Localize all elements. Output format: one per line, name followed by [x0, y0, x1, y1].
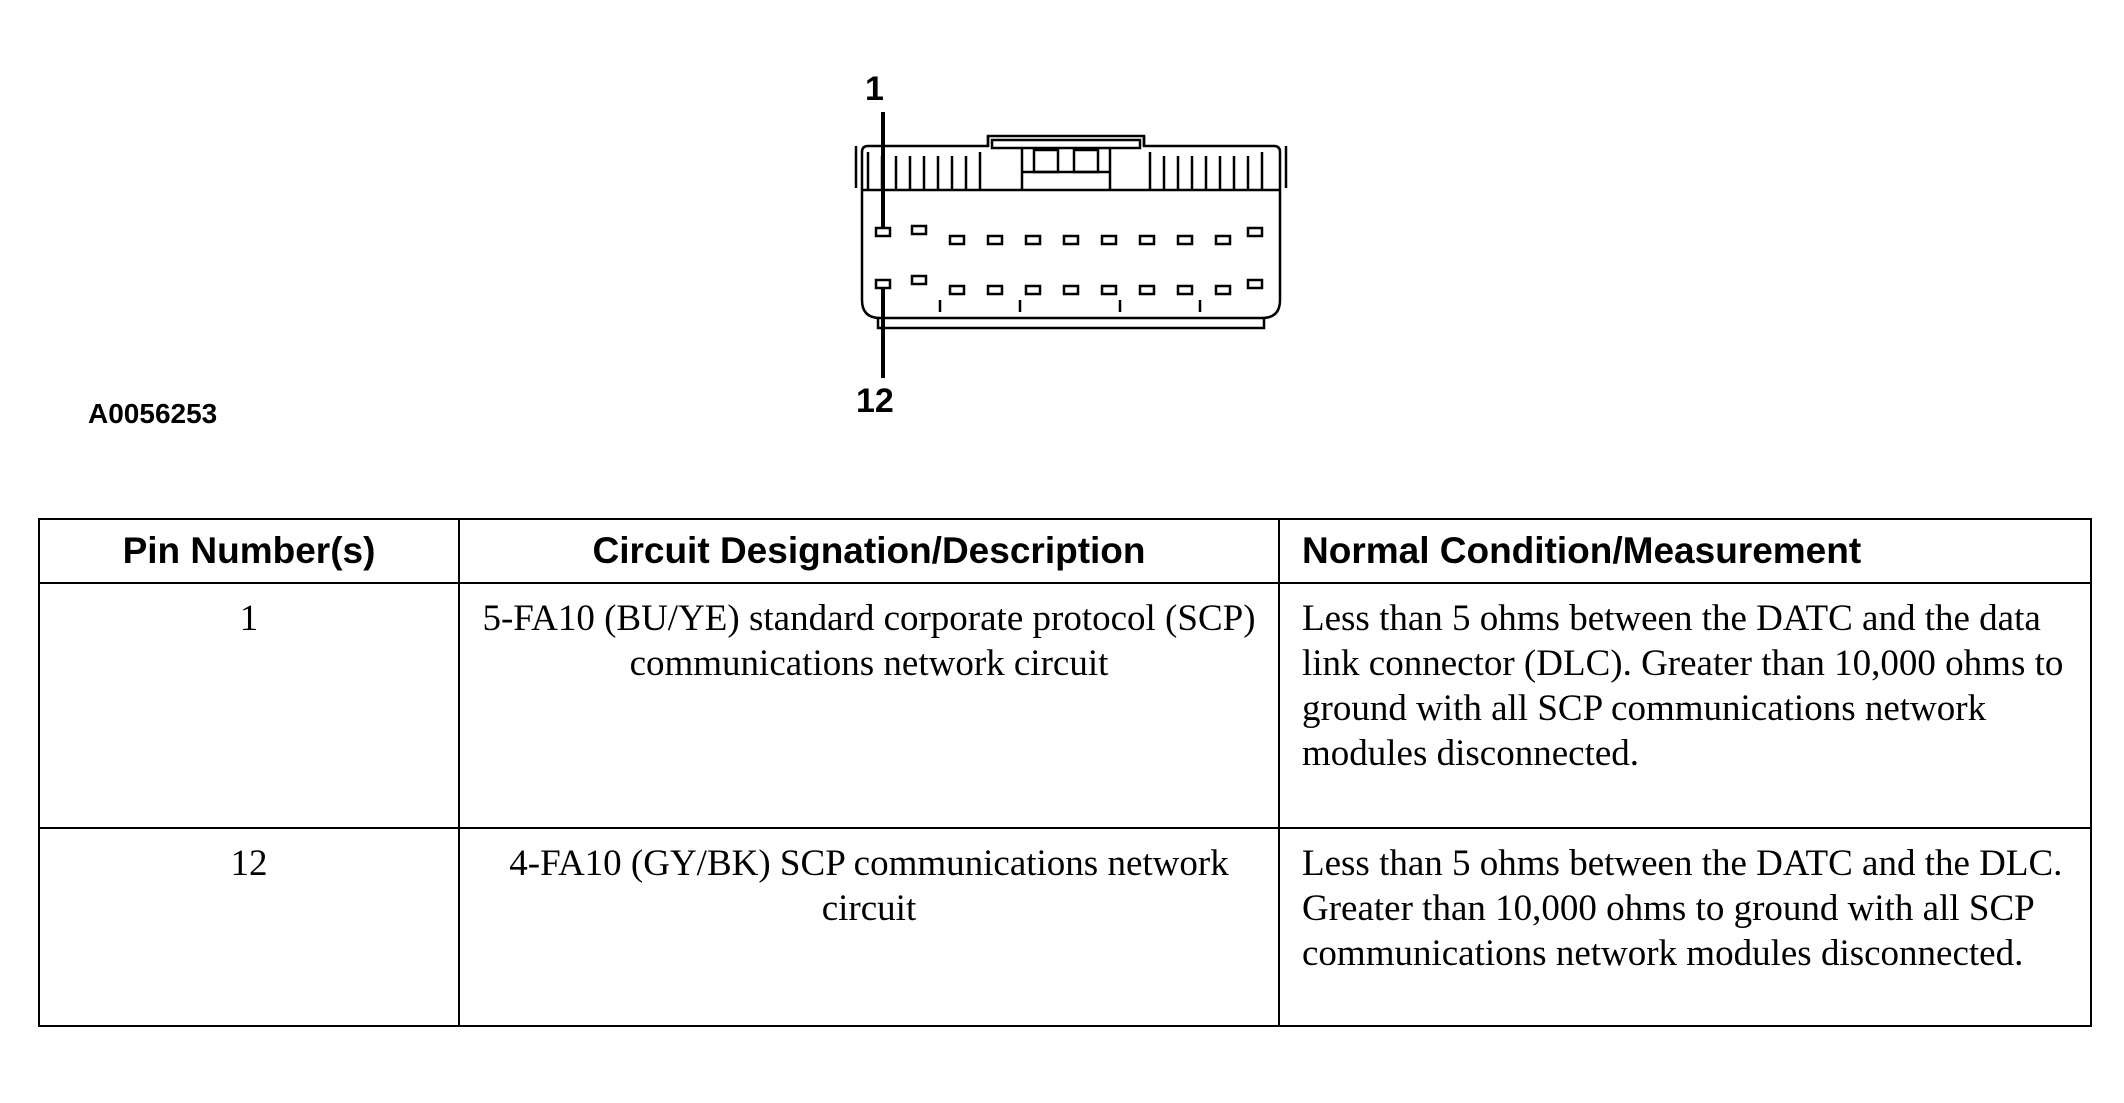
pin-1-callout: 1 — [865, 70, 884, 108]
connector-outline — [860, 134, 1282, 320]
pin-12-callout: 12 — [856, 382, 894, 420]
pin-row-top — [874, 224, 1264, 246]
header-circuit-description: Circuit Designation/Description — [458, 518, 1280, 584]
connector-latch — [986, 136, 1146, 146]
table-header-row: Pin Number(s) Circuit Designation/Descri… — [38, 518, 2092, 584]
connector-diagram — [854, 112, 1288, 378]
pin-number-cell: 1 — [38, 582, 460, 829]
pin-row-bottom — [874, 274, 1264, 296]
table-row: 1 5-FA10 (BU/YE) standard corporate prot… — [38, 582, 2092, 829]
measurement-cell: Less than 5 ohms between the DATC and th… — [1278, 827, 2092, 1027]
circuit-description-cell: 4-FA10 (GY/BK) SCP communications networ… — [458, 827, 1280, 1027]
table-row: 12 4-FA10 (GY/BK) SCP communications net… — [38, 827, 2092, 1027]
measurement-cell: Less than 5 ohms between the DATC and th… — [1278, 582, 2092, 829]
pinout-table: Pin Number(s) Circuit Designation/Descri… — [38, 518, 2092, 1027]
header-normal-condition: Normal Condition/Measurement — [1278, 518, 2092, 584]
figure-code: A0056253 — [88, 398, 218, 429]
circuit-description-cell: 5-FA10 (BU/YE) standard corporate protoc… — [458, 582, 1280, 829]
header-pin-numbers: Pin Number(s) — [38, 518, 460, 584]
pin-number-cell: 12 — [38, 827, 460, 1027]
